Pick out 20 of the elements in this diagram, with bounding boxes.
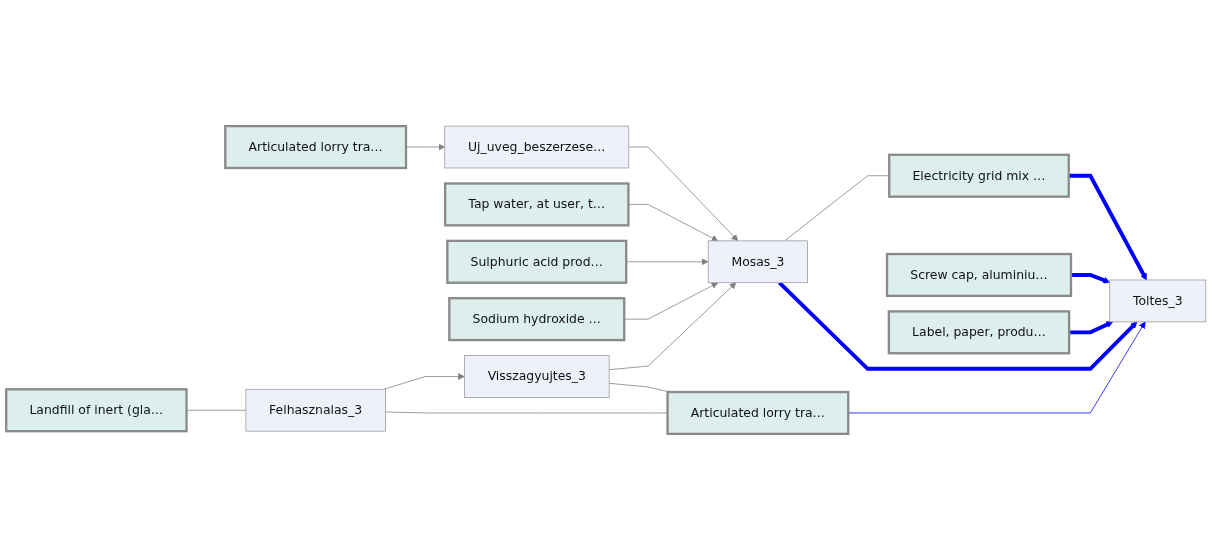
node-box: Sulphuric acid prod… [446, 239, 628, 284]
node-box: Uj_uveg_beszerzese… [444, 125, 630, 168]
node-box: Mosas_3 [707, 239, 808, 283]
node-box: Visszagyujtes_3 [464, 354, 610, 398]
arrow [1069, 320, 1114, 334]
arrow [1068, 173, 1147, 280]
node-box: Articulated lorry tra… [666, 390, 850, 435]
node-box: Felhasznalas_3 [245, 388, 386, 432]
node-box: Screw cap, aluminiu… [885, 252, 1073, 297]
connector [186, 409, 247, 411]
node-box: Toltes_3 [1109, 279, 1207, 322]
node-box: Electricity grid mix … [888, 153, 1070, 198]
node-box: Label, paper, produ… [887, 309, 1071, 354]
node-box: Landfill of inert (gla… [5, 387, 188, 432]
node-box: Sodium hydroxide … [448, 296, 626, 341]
node-box: Articulated lorry tra… [224, 124, 408, 169]
connector [385, 411, 668, 413]
arrow [1070, 272, 1111, 283]
node-box: Tap water, at user, t… [443, 181, 630, 226]
connector [784, 174, 890, 241]
